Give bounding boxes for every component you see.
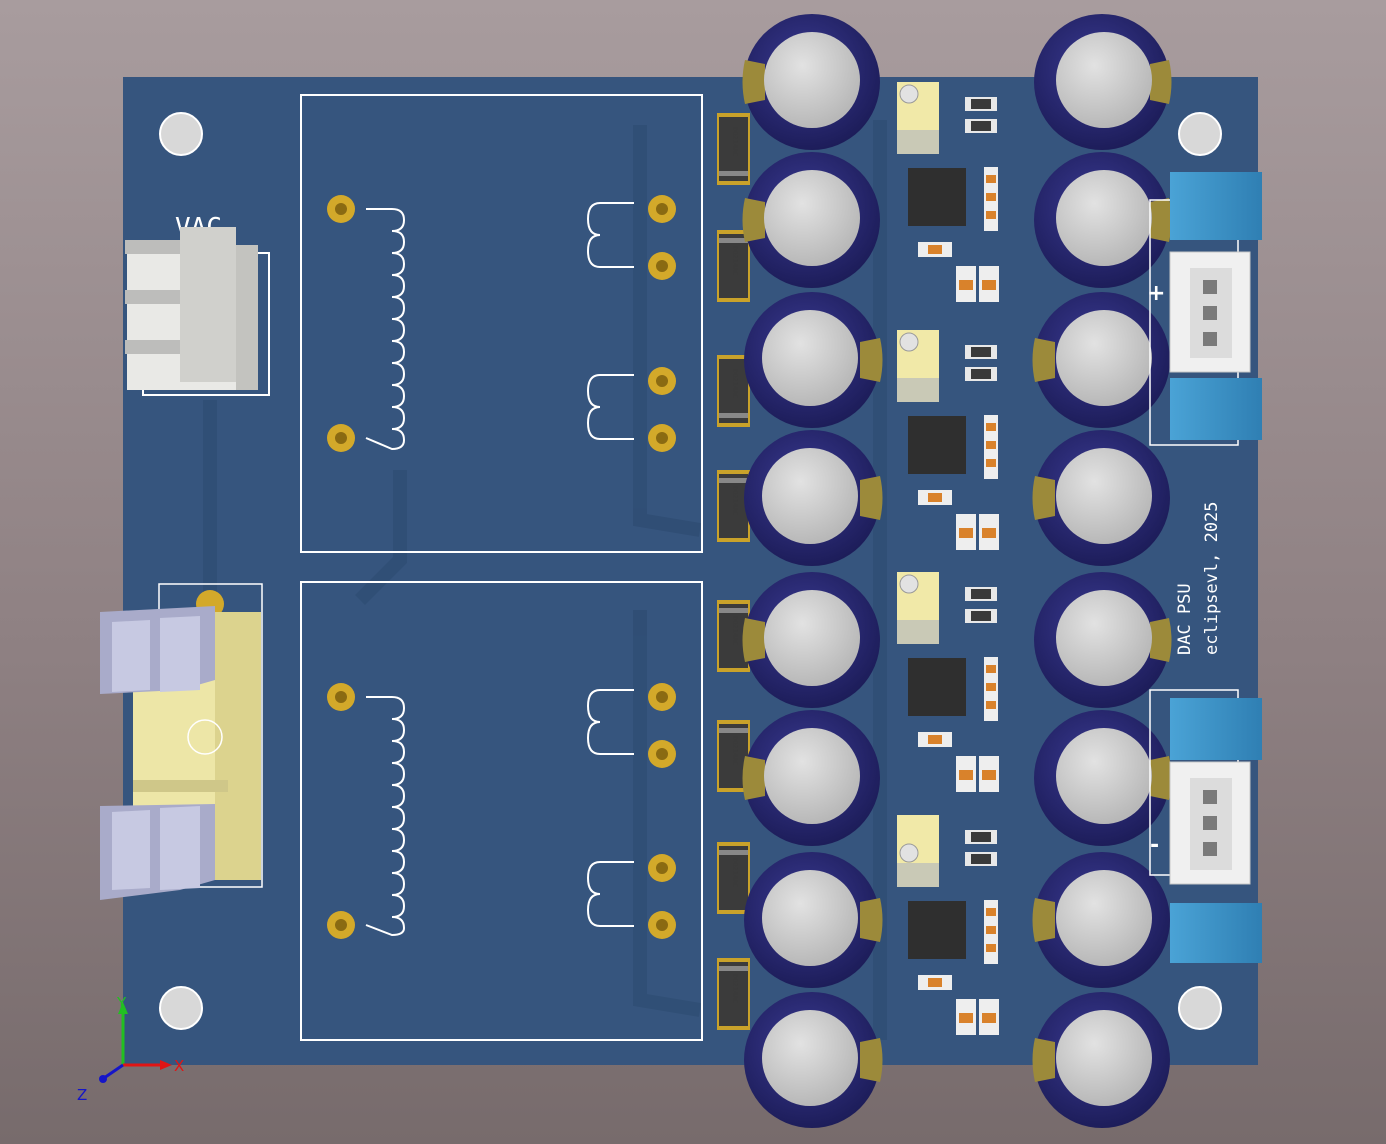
diodes: DO214AC DO214AC DO214AC DO214AC DO214AC … [717,113,750,1030]
board-author: eclipsevl, 2025 [1202,501,1222,655]
board-title: DAC PSU [1175,583,1195,655]
axis-z-label: Z [77,1086,87,1104]
capacitors-left [742,14,883,1128]
axis-x-label: X [174,1057,184,1075]
mounting-hole [1178,112,1222,156]
axis-y-label: Y [116,994,127,1012]
regulator-block-4 [897,815,999,1035]
regulator-block-3 [897,572,999,792]
svg-text:DO214AC: DO214AC [731,127,739,157]
mounting-hole [1178,986,1222,1030]
svg-text:DO214AC: DO214AC [731,486,739,516]
svg-text:DO214AC: DO214AC [731,974,739,1004]
axis-gizmo: Y X Z [77,994,184,1104]
svg-text:DO214AC: DO214AC [731,369,739,399]
mounting-holes [159,112,1222,1030]
output-terminal-plus[interactable] [1149,172,1262,446]
minus-label: - [1150,833,1159,858]
transformer-top [300,94,703,553]
svg-text:DO214AC: DO214AC [731,736,739,766]
mounting-hole [159,112,203,156]
transformer-bottom [300,581,703,1041]
svg-text:DO214AC: DO214AC [731,246,739,276]
vac-connector[interactable] [125,227,270,396]
mounting-hole [159,986,203,1030]
plus-label: + [1147,281,1165,306]
output-terminal-minus[interactable] [1149,689,1262,963]
regulator-block-2 [897,330,999,550]
svg-text:DO214AC: DO214AC [731,858,739,888]
svg-text:DO214AC: DO214AC [731,616,739,646]
capacitors-right [1032,14,1172,1128]
fuse-holder[interactable] [100,583,263,900]
regulator-block-1 [897,82,999,302]
